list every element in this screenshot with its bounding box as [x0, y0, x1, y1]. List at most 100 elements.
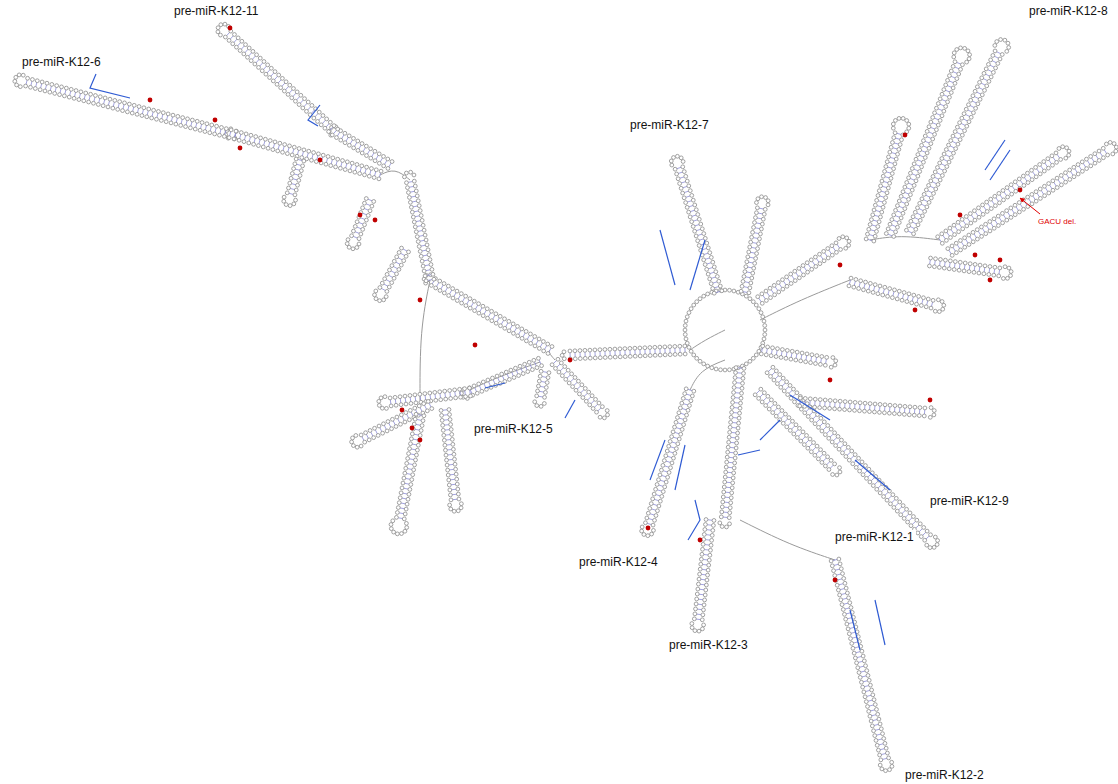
nucleotide: [955, 48, 959, 52]
nucleotide: [757, 307, 761, 311]
nucleotide: [888, 768, 892, 772]
nucleotide: [495, 374, 499, 378]
nucleotide: [691, 198, 695, 202]
nucleotide: [883, 170, 887, 174]
nucleotide: [806, 270, 810, 274]
nucleotide: [391, 417, 395, 421]
nucleotide: [695, 592, 699, 596]
nucleotide: [542, 402, 546, 406]
nucleotide: [957, 230, 961, 234]
nucleotide: [893, 288, 897, 292]
nucleotide: [1046, 157, 1050, 161]
nucleotide: [508, 378, 512, 382]
nucleotide: [755, 252, 759, 256]
helix: [946, 141, 1118, 258]
nucleotide: [779, 356, 783, 360]
nucleotide: [785, 349, 789, 353]
nucleotide: [830, 440, 834, 444]
nucleotide: [733, 381, 737, 385]
nucleotide: [690, 220, 694, 224]
nucleotide: [954, 147, 958, 151]
nucleotide: [829, 458, 833, 462]
nucleotide: [1097, 149, 1101, 153]
nucleotide: [364, 431, 368, 435]
nucleotide: [749, 240, 753, 244]
nucleotide: [563, 365, 567, 369]
nucleotide: [739, 401, 743, 405]
nucleotide: [703, 593, 707, 597]
nucleotide: [583, 348, 587, 352]
nucleotide: [841, 451, 845, 455]
nucleotide: [795, 391, 799, 395]
nucleotide: [657, 478, 661, 482]
nucleotide: [822, 249, 826, 253]
nucleotide: [897, 199, 901, 203]
nucleotide: [777, 290, 781, 294]
nucleotide: [692, 389, 696, 393]
nucleotide: [692, 303, 696, 307]
nucleotide: [678, 182, 682, 186]
nucleotide: [886, 294, 890, 298]
nucleotide: [850, 642, 854, 646]
nucleotide: [676, 442, 680, 446]
nucleotide: [881, 293, 885, 297]
nucleotide: [754, 303, 758, 307]
nucleotide: [963, 129, 967, 133]
nucleotide: [953, 260, 957, 264]
helix: [928, 256, 1013, 280]
nucleotide: [980, 76, 984, 80]
nucleotide: [870, 218, 874, 222]
nucleotide: [847, 596, 851, 600]
nucleotide: [645, 516, 649, 520]
nucleotide: [570, 372, 574, 376]
nucleotide: [830, 253, 834, 257]
nucleotide: [741, 381, 745, 385]
nucleotide: [640, 529, 644, 533]
nucleotide: [825, 355, 829, 359]
nucleotide: [644, 521, 648, 525]
nucleotide: [969, 115, 973, 119]
nucleotide: [1005, 186, 1009, 190]
nucleotide: [693, 203, 697, 207]
nucleotide: [1059, 158, 1063, 162]
nucleotide: [944, 83, 948, 87]
nucleotide: [867, 678, 871, 682]
nucleotide: [884, 232, 888, 236]
nucleotide: [697, 217, 701, 221]
nucleotide: [992, 217, 996, 221]
nucleotide: [689, 399, 693, 403]
nucleotide: [628, 354, 632, 358]
nucleotide: [820, 461, 824, 465]
nucleotide: [893, 131, 897, 135]
nucleotide: [544, 386, 548, 390]
nucleotide: [831, 473, 835, 477]
nucleotide: [685, 413, 689, 417]
nucleotide: [753, 393, 757, 397]
nucleotide: [823, 398, 827, 402]
nucleotide: [823, 363, 827, 367]
nucleotide: [772, 283, 776, 287]
nucleotide: [395, 415, 399, 419]
nucleotide: [963, 261, 967, 265]
nucleotide: [394, 425, 398, 429]
nucleotide: [728, 506, 732, 510]
nucleotide: [765, 371, 769, 375]
nucleotide: [699, 222, 703, 226]
nucleotide: [1059, 174, 1063, 178]
nucleotide: [664, 480, 668, 484]
nucleotide: [760, 195, 764, 199]
nucleotide: [486, 378, 490, 382]
nucleotide: [1068, 178, 1072, 182]
nucleotide: [940, 92, 944, 96]
nucleotide: [838, 593, 842, 597]
nucleotide: [760, 301, 764, 305]
nucleotide: [948, 74, 952, 78]
nucleotide: [571, 385, 575, 389]
nucleotide: [681, 191, 685, 195]
nucleotide: [530, 368, 534, 372]
nucleotide: [977, 206, 981, 210]
nucleotide: [877, 220, 881, 224]
nucleotide: [1064, 156, 1068, 160]
nucleotide: [923, 156, 927, 160]
nucleotide: [731, 481, 735, 485]
